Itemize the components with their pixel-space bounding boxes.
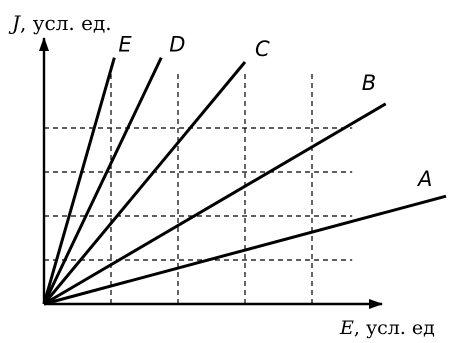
series-label-d: D (169, 33, 185, 57)
x-axis-unit: , усл. ед (354, 317, 435, 339)
y-axis-variable: J (8, 11, 21, 35)
grid (44, 70, 353, 304)
series-labels: A B C D E (118, 33, 432, 192)
series-line-b (43, 102, 387, 306)
x-axis-variable: E (339, 317, 354, 339)
series-label-b: B (362, 71, 376, 95)
series-line-e (42, 57, 116, 305)
x-axis-label: E, усл. ед (339, 317, 435, 339)
series-line-d (42, 56, 163, 305)
series-label-e: E (118, 33, 132, 57)
y-axis-unit: , усл. ед. (20, 11, 112, 35)
series-line-c (42, 61, 247, 305)
series-lines (42, 56, 447, 306)
series-label-a: A (416, 167, 432, 191)
y-axis-label: J, усл. ед. (8, 11, 112, 35)
series-line-a (43, 194, 447, 306)
series-label-c: C (255, 37, 270, 61)
